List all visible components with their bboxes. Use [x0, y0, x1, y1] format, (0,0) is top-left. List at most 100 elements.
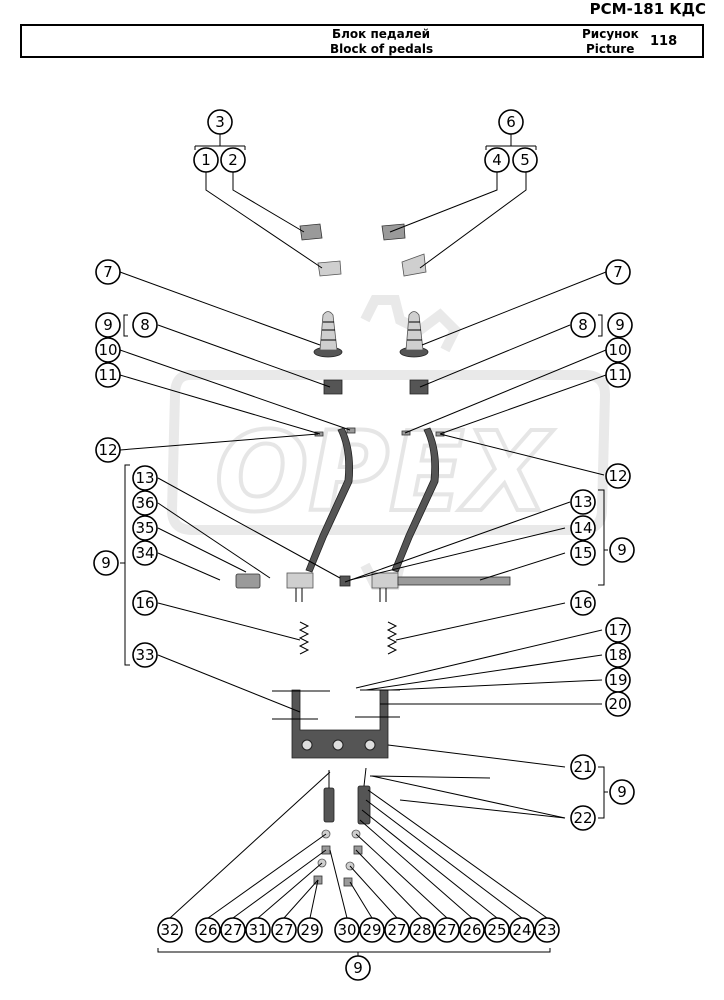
- callout-4: 4: [484, 147, 510, 173]
- callout-6: 6: [498, 109, 524, 135]
- svg-text:34: 34: [135, 544, 154, 562]
- svg-text:10: 10: [608, 341, 627, 359]
- callout-33: 33: [132, 642, 158, 668]
- rod-part: [369, 775, 491, 779]
- pedal-pad-part: [317, 260, 342, 277]
- svg-text:2: 2: [228, 151, 238, 169]
- document-code: РСМ-181 КДС: [589, 0, 706, 18]
- callout-23: 23: [534, 917, 560, 943]
- svg-text:4: 4: [492, 151, 502, 169]
- callout-17: 17: [605, 617, 631, 643]
- callout-8-right: 8: [570, 312, 596, 338]
- callout-36: 36: [132, 490, 158, 516]
- watermark-text: OPEX: [215, 408, 554, 536]
- title-block: Блок педалей Block of pedals Рисунок Pic…: [20, 24, 704, 58]
- callout-9-bottom: 9: [345, 955, 371, 981]
- callout-10-right: 10: [605, 337, 631, 363]
- svg-text:17: 17: [608, 621, 627, 639]
- svg-text:12: 12: [98, 441, 117, 459]
- callout-32: 32: [157, 917, 183, 943]
- svg-text:5: 5: [520, 151, 530, 169]
- svg-text:21: 21: [573, 758, 592, 776]
- svg-text:16: 16: [135, 594, 154, 612]
- callout-9-upper-right: 9: [607, 312, 633, 338]
- picture-label-en: Picture: [586, 42, 635, 56]
- svg-text:35: 35: [135, 519, 154, 537]
- plate-part: [323, 379, 343, 395]
- callout-35: 35: [132, 515, 158, 541]
- fitting-part: [353, 845, 363, 855]
- spring-part: [386, 621, 398, 655]
- callout-29-a: 29: [297, 917, 323, 943]
- svg-text:20: 20: [608, 695, 627, 713]
- leader-lines: [119, 134, 608, 956]
- callout-15: 15: [570, 540, 596, 566]
- callout-34: 34: [132, 540, 158, 566]
- svg-text:7: 7: [613, 263, 623, 281]
- svg-text:26: 26: [462, 921, 481, 939]
- svg-text:36: 36: [135, 494, 154, 512]
- assembly-name-ru: Блок педалей: [332, 27, 431, 41]
- svg-text:13: 13: [573, 493, 592, 511]
- svg-text:9: 9: [617, 541, 627, 559]
- svg-text:8: 8: [578, 316, 588, 334]
- svg-text:6: 6: [506, 113, 516, 131]
- svg-text:18: 18: [608, 646, 627, 664]
- callout-27-a: 27: [220, 917, 246, 943]
- svg-text:19: 19: [608, 671, 627, 689]
- assembly-name-en: Block of pedals: [330, 42, 434, 56]
- callout-11-right: 11: [605, 362, 631, 388]
- parts: [235, 223, 511, 887]
- svg-text:11: 11: [608, 366, 627, 384]
- callout-28: 28: [409, 917, 435, 943]
- callout-19: 19: [605, 667, 631, 693]
- svg-text:9: 9: [353, 959, 363, 977]
- picture-number: 118: [650, 34, 678, 49]
- callout-1: 1: [193, 147, 219, 173]
- svg-text:7: 7: [103, 263, 113, 281]
- svg-text:3: 3: [215, 113, 225, 131]
- callout-16-right: 16: [570, 590, 596, 616]
- svg-text:27: 27: [387, 921, 406, 939]
- callout-9-upper-left: 9: [95, 312, 121, 338]
- callout-20: 20: [605, 691, 631, 717]
- rubber-boot-part: [399, 311, 429, 358]
- svg-text:29: 29: [362, 921, 381, 939]
- plate-part: [409, 379, 429, 395]
- svg-text:15: 15: [573, 544, 592, 562]
- svg-text:1: 1: [201, 151, 211, 169]
- callout-24: 24: [509, 917, 535, 943]
- pedal-pad-part: [381, 223, 406, 241]
- svg-text:16: 16: [573, 594, 592, 612]
- fitting-part: [343, 877, 353, 887]
- svg-text:23: 23: [537, 921, 556, 939]
- svg-text:27: 27: [223, 921, 242, 939]
- callout-13-left: 13: [132, 465, 158, 491]
- callout-27-c: 27: [384, 917, 410, 943]
- callout-7-left: 7: [95, 259, 121, 285]
- callout-18: 18: [605, 642, 631, 668]
- callout-21: 21: [570, 754, 596, 780]
- callout-16-left: 16: [132, 590, 158, 616]
- callout-25: 25: [484, 917, 510, 943]
- svg-text:9: 9: [617, 783, 627, 801]
- svg-text:11: 11: [98, 366, 117, 384]
- callout-2: 2: [220, 147, 246, 173]
- svg-text:9: 9: [615, 316, 625, 334]
- callout-11-left: 11: [95, 362, 121, 388]
- svg-text:29: 29: [300, 921, 319, 939]
- cylinder-part: [323, 770, 335, 823]
- bushing-part: [235, 573, 261, 589]
- svg-text:31: 31: [248, 921, 267, 939]
- svg-text:32: 32: [160, 921, 179, 939]
- rubber-boot-part: [313, 311, 343, 358]
- callout-13-right: 13: [570, 489, 596, 515]
- spring-part: [298, 621, 310, 655]
- callout-3: 3: [207, 109, 233, 135]
- svg-text:22: 22: [573, 809, 592, 827]
- svg-text:30: 30: [337, 921, 356, 939]
- pedal-lever-part: [305, 427, 354, 573]
- callout-26-left: 26: [195, 917, 221, 943]
- callout-12-left: 12: [95, 437, 121, 463]
